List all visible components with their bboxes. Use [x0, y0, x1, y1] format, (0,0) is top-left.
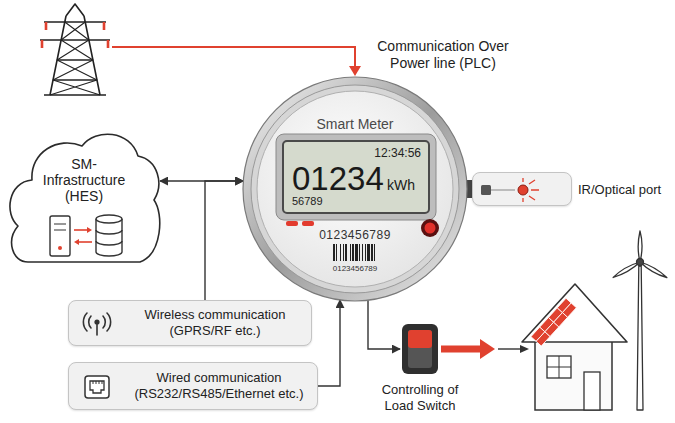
load-power-arrow [480, 339, 495, 359]
comm-box: Wireless communication (GPRS/RF etc.) [68, 300, 312, 346]
wind-turbine [612, 231, 668, 410]
meter-housing [345, 244, 347, 261]
house [547, 356, 571, 378]
database-icon [96, 215, 122, 223]
solar-panels [531, 298, 576, 346]
house [547, 356, 571, 378]
serial-number: 0123456789 [242, 228, 468, 242]
meter-housing [243, 77, 467, 301]
meter-housing [343, 244, 344, 261]
connector-arrow [318, 300, 340, 386]
plc-label: Communication Over Power line (PLC) [368, 38, 518, 72]
comm-box: Wired communication (RS232/RS485/Etherne… [68, 362, 318, 410]
rocker-switch-icon [408, 330, 432, 368]
ethernet-port-icon [85, 376, 109, 398]
clock-reading: 12:34:56 [374, 147, 421, 159]
plc-signal-line [112, 47, 355, 68]
connector-arrow [368, 300, 400, 349]
energy-unit: kWh [387, 178, 415, 192]
transmission-tower [50, 22, 100, 95]
ir-port-icon [518, 185, 528, 195]
data-arrows [78, 241, 92, 243]
meter-housing [336, 244, 337, 261]
ir-port-icon [481, 185, 491, 195]
house [522, 284, 627, 410]
ir-port-icon [473, 173, 573, 207]
energy-reading: 01234 [292, 162, 384, 195]
load-switch: Controlling of Load Switch [400, 322, 440, 376]
database-icon [96, 219, 122, 256]
meter-brand: Smart Meter [242, 116, 468, 132]
house [584, 372, 600, 410]
meter-housing [333, 244, 335, 261]
load-power-arrow [498, 348, 522, 349]
data-arrows [87, 227, 92, 233]
database-icon [96, 215, 122, 256]
meter-id: 56789 [292, 196, 323, 207]
database-icon [96, 230, 122, 245]
meter-housing [362, 244, 363, 261]
plc-signal-line [112, 47, 361, 76]
data-arrows [74, 239, 79, 245]
meter-housing [286, 221, 298, 226]
solar-panels [562, 303, 576, 317]
meter-housing [365, 244, 366, 261]
server-icon [50, 216, 70, 256]
plc-signal-line [349, 66, 361, 76]
meter-housing [359, 244, 360, 261]
meter-housing [367, 244, 370, 261]
antenna-icon [83, 313, 110, 335]
transmission-tower [42, 22, 108, 48]
meter-housing [340, 244, 341, 261]
barcode-number: 0123456789 [242, 264, 468, 273]
wind-turbine [637, 259, 644, 266]
ethernet-port-icon [93, 381, 102, 384]
meter-housing [302, 221, 314, 226]
meter-housing [352, 244, 354, 261]
switch-label: Controlling of Load Switch [370, 382, 470, 414]
transmission-tower [40, 4, 110, 95]
load-power-arrow [441, 339, 529, 359]
meter-housing [421, 219, 439, 237]
cloud-label: SM- Infrastructure (HES) [29, 156, 139, 204]
wind-turbine [638, 231, 642, 262]
ir-port-icon [491, 189, 515, 190]
antenna-icon [94, 319, 99, 324]
smart-meter: 12:34:56 01234kWh 56789 Smart Meter 01234567… [242, 76, 468, 302]
ir-port-label: IR/Optical port [578, 182, 661, 197]
data-arrows [74, 227, 92, 245]
data-arrows [74, 229, 88, 231]
comm-label: Wired communication (RS232/RS485/Etherne… [123, 370, 315, 402]
transmission-tower [40, 4, 110, 95]
house [522, 284, 627, 342]
ir-port-icon [523, 178, 539, 202]
meter-housing [276, 134, 436, 220]
meter-housing [371, 244, 373, 261]
load-power-arrow [441, 346, 482, 353]
connector-arrow [205, 181, 243, 300]
server-icon [50, 216, 70, 256]
server-icon [58, 246, 62, 250]
meter-housing [350, 244, 351, 261]
cloud-outline [10, 134, 160, 262]
comm-label: Wireless communication (GPRS/RF etc.) [125, 307, 305, 339]
house [535, 338, 612, 410]
antenna-icon [96, 324, 98, 335]
meter-housing [425, 223, 436, 234]
meter-housing [355, 244, 358, 261]
wind-turbine [637, 266, 643, 410]
rocker-switch-icon [400, 322, 440, 376]
meter-housing [374, 244, 375, 261]
rocker-switch-icon [402, 324, 438, 374]
lcd-display: 12:34:56 01234kWh 56789 [282, 140, 430, 214]
ethernet-port-icon [90, 381, 104, 393]
cloud-shape: SM- Infrastructure (HES) [4, 122, 164, 272]
load-power-arrow [520, 345, 529, 353]
rocker-switch-icon [408, 330, 432, 348]
ir-port-box: IR/Optical port [472, 172, 572, 206]
server-icon [54, 224, 66, 230]
